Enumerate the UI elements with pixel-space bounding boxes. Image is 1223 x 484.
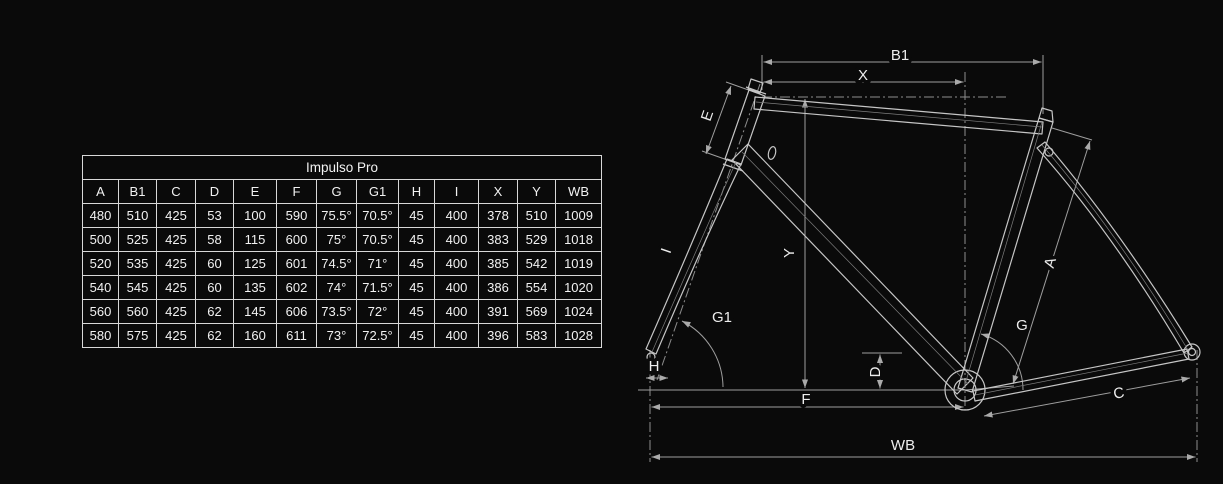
table-cell: 575 <box>118 323 157 348</box>
table-cell: 400 <box>434 203 479 228</box>
column-header: A <box>82 179 119 204</box>
table-cell: 400 <box>434 227 479 252</box>
dim-label-a: A <box>1041 256 1060 270</box>
table-cell: 391 <box>478 299 518 324</box>
table-cell: 569 <box>517 299 556 324</box>
table-cell: 583 <box>517 323 556 348</box>
dim-label-x: X <box>858 67 868 84</box>
column-header: F <box>276 179 317 204</box>
frame-inner-lines <box>651 101 1189 396</box>
column-header: I <box>434 179 479 204</box>
table-cell: 580 <box>82 323 119 348</box>
dim-label-f: F <box>801 391 810 408</box>
dim-label-i: I <box>658 246 675 255</box>
table-cell: 135 <box>233 275 277 300</box>
table-title: Impulso Pro <box>81 155 603 180</box>
table-cell: 606 <box>276 299 317 324</box>
table-cell: 71.5° <box>356 275 399 300</box>
table-title-row: Impulso Pro <box>81 155 603 180</box>
table-cell: 75.5° <box>316 203 357 228</box>
table-cell: 525 <box>118 227 157 252</box>
table-cell: 590 <box>276 203 317 228</box>
frame-outline <box>645 78 1201 411</box>
table-cell: 1018 <box>554 227 603 252</box>
table-cell: 74° <box>316 275 357 300</box>
table-cell: 400 <box>434 275 479 300</box>
table-cell: 601 <box>276 251 317 276</box>
table-cell: 611 <box>276 323 317 348</box>
table-cell: 45 <box>398 251 435 276</box>
table-cell: 1028 <box>554 323 603 348</box>
table-cell: 425 <box>156 275 196 300</box>
dim-label-g1: G1 <box>712 309 732 326</box>
table-cell: 72.5° <box>356 323 399 348</box>
diagram-labels: B1 X E I Y A G G1 H D F C WB <box>645 43 1129 457</box>
dim-label-h: H <box>649 358 660 375</box>
table-cell: 60 <box>195 251 234 276</box>
table-cell: 45 <box>398 275 435 300</box>
table-cell: 53 <box>195 203 234 228</box>
table-cell: 145 <box>233 299 277 324</box>
table-cell: 160 <box>233 323 277 348</box>
diagram-dimensions <box>638 55 1196 461</box>
table-cell: 396 <box>478 323 518 348</box>
dim-label-e: E <box>698 108 717 123</box>
table-cell: 58 <box>195 227 234 252</box>
dim-label-y: Y <box>781 248 798 258</box>
dim-label-g: G <box>1016 317 1028 334</box>
table-cell: 425 <box>156 323 196 348</box>
table-cell: 73° <box>316 323 357 348</box>
table-cell: 400 <box>434 323 479 348</box>
dim-label-b1: B1 <box>891 47 909 64</box>
table-cell: 510 <box>517 203 556 228</box>
table-cell: 74.5° <box>316 251 357 276</box>
dim-label-wb: WB <box>891 437 915 454</box>
table-cell: 535 <box>118 251 157 276</box>
table-cell: 600 <box>276 227 317 252</box>
diagram-centerlines <box>649 72 1198 462</box>
table-cell: 1020 <box>554 275 603 300</box>
table-cell: 400 <box>434 299 479 324</box>
dim-label-d: D <box>867 366 884 377</box>
table-cell: 425 <box>156 251 196 276</box>
table-cell: 115 <box>233 227 277 252</box>
dim-label-c: C <box>1112 384 1126 403</box>
table-cell: 383 <box>478 227 518 252</box>
column-header: G <box>316 179 357 204</box>
table-cell: 554 <box>517 275 556 300</box>
table-cell: 73.5° <box>316 299 357 324</box>
column-header: E <box>233 179 277 204</box>
table-cell: 510 <box>118 203 157 228</box>
